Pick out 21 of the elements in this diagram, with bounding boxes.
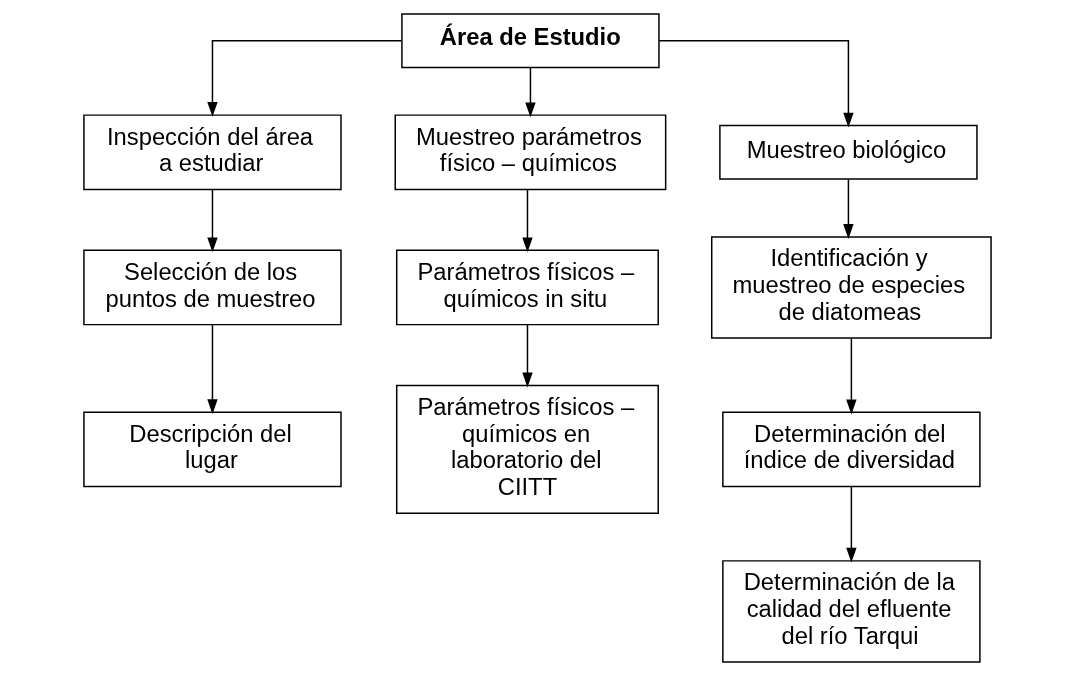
arrow [207,40,403,117]
node-box: Determinación del índice de diversidad [722,411,981,488]
node-box: Descripción del lugar [83,411,342,488]
arrow [658,40,854,128]
node-box: Determinación de la calidad del efluente del río Tarqui [722,560,981,663]
node-box: Parámetros físicos – químicos in situ [395,249,659,326]
node-box: Área de Estudio [401,13,660,69]
arrow [207,189,218,253]
arrow [522,323,533,388]
node-box: Muestreo parámetros físico – químicos [394,114,667,191]
arrow [525,67,536,118]
node-box: Inspección del área a estudiar [83,114,342,191]
arrow [207,323,218,415]
node-box: Muestreo biológico [719,124,978,180]
node-box: Identificación y muestreo de especies de diatomeas [710,236,992,339]
node-box: Parámetros físicos – químicos en laboratorio del CIITT [395,384,659,515]
arrow [843,178,854,239]
node-box: Selección de los puntos de muestreo [83,249,342,326]
arrow [846,337,857,415]
arrow [522,189,533,253]
arrow [846,485,857,563]
